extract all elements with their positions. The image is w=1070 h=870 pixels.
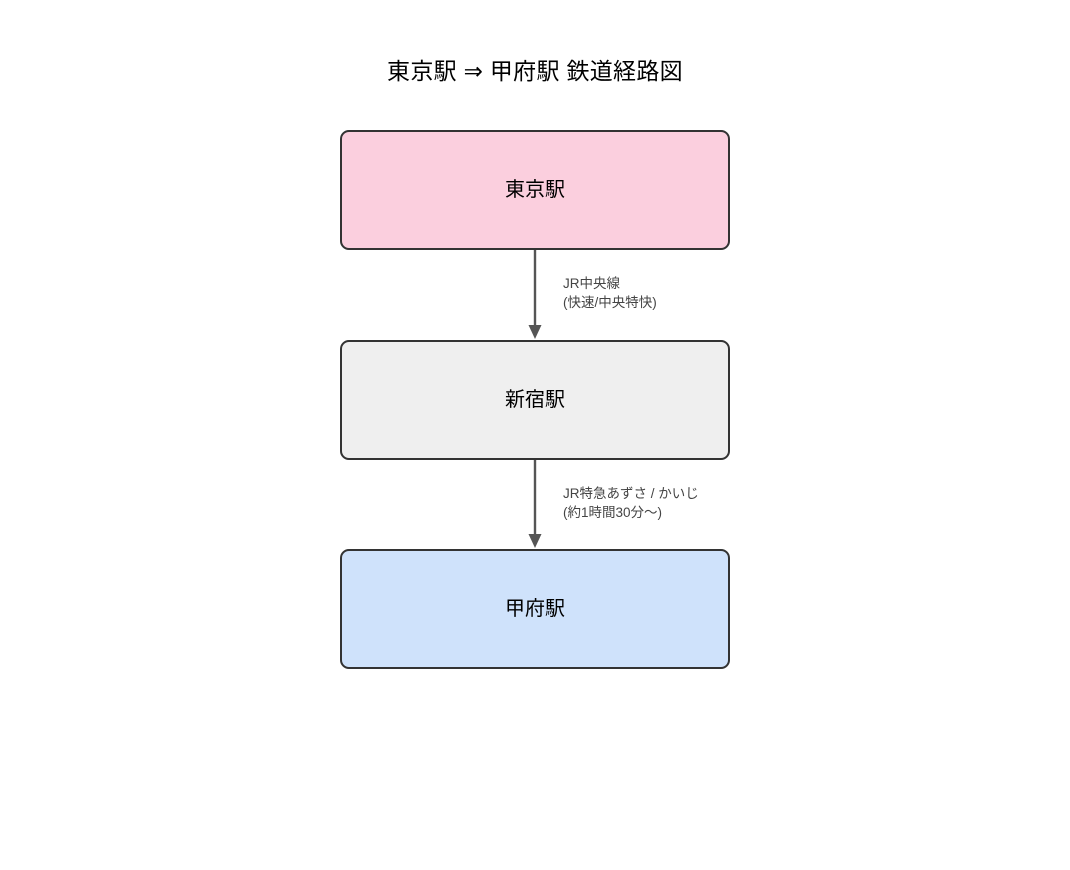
edge-line-name: JR特急あずさ / かいじ <box>563 486 699 501</box>
node-kofu-station[interactable]: 甲府駅 <box>340 549 730 669</box>
node-tokyo-station[interactable]: 東京駅 <box>340 130 730 250</box>
node-label: 東京駅 <box>505 179 565 201</box>
node-label: 甲府駅 <box>505 598 565 620</box>
edge-shinjuku-to-kofu <box>528 460 542 548</box>
edge-line-detail: (快速/中央特快) <box>563 295 657 310</box>
edge-label-shinjuku-to-kofu: JR特急あずさ / かいじ (約1時間30分〜) <box>563 484 699 522</box>
edge-line-name: JR中央線 <box>563 276 620 291</box>
edge-tokyo-to-shinjuku <box>528 250 542 339</box>
edge-label-tokyo-to-shinjuku: JR中央線 (快速/中央特快) <box>563 274 657 312</box>
node-label: 新宿駅 <box>505 389 565 411</box>
edge-line-detail: (約1時間30分〜) <box>563 505 663 520</box>
diagram-title: 東京駅 ⇒ 甲府駅 鉄道経路図 <box>387 58 683 84</box>
node-shinjuku-station[interactable]: 新宿駅 <box>340 340 730 460</box>
